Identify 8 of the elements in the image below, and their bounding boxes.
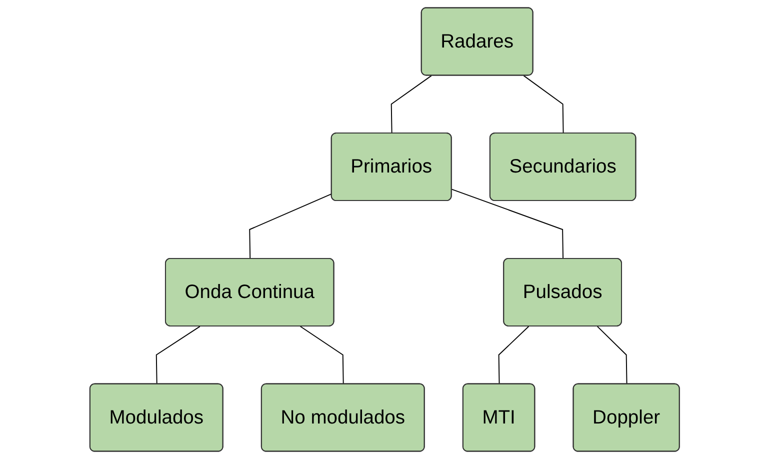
connector xyxy=(390,75,432,134)
connector xyxy=(156,326,200,385)
connector xyxy=(451,188,564,260)
connector xyxy=(498,326,530,385)
connector xyxy=(596,326,628,385)
connector xyxy=(300,326,344,385)
connector xyxy=(248,193,332,260)
connector xyxy=(523,75,564,134)
